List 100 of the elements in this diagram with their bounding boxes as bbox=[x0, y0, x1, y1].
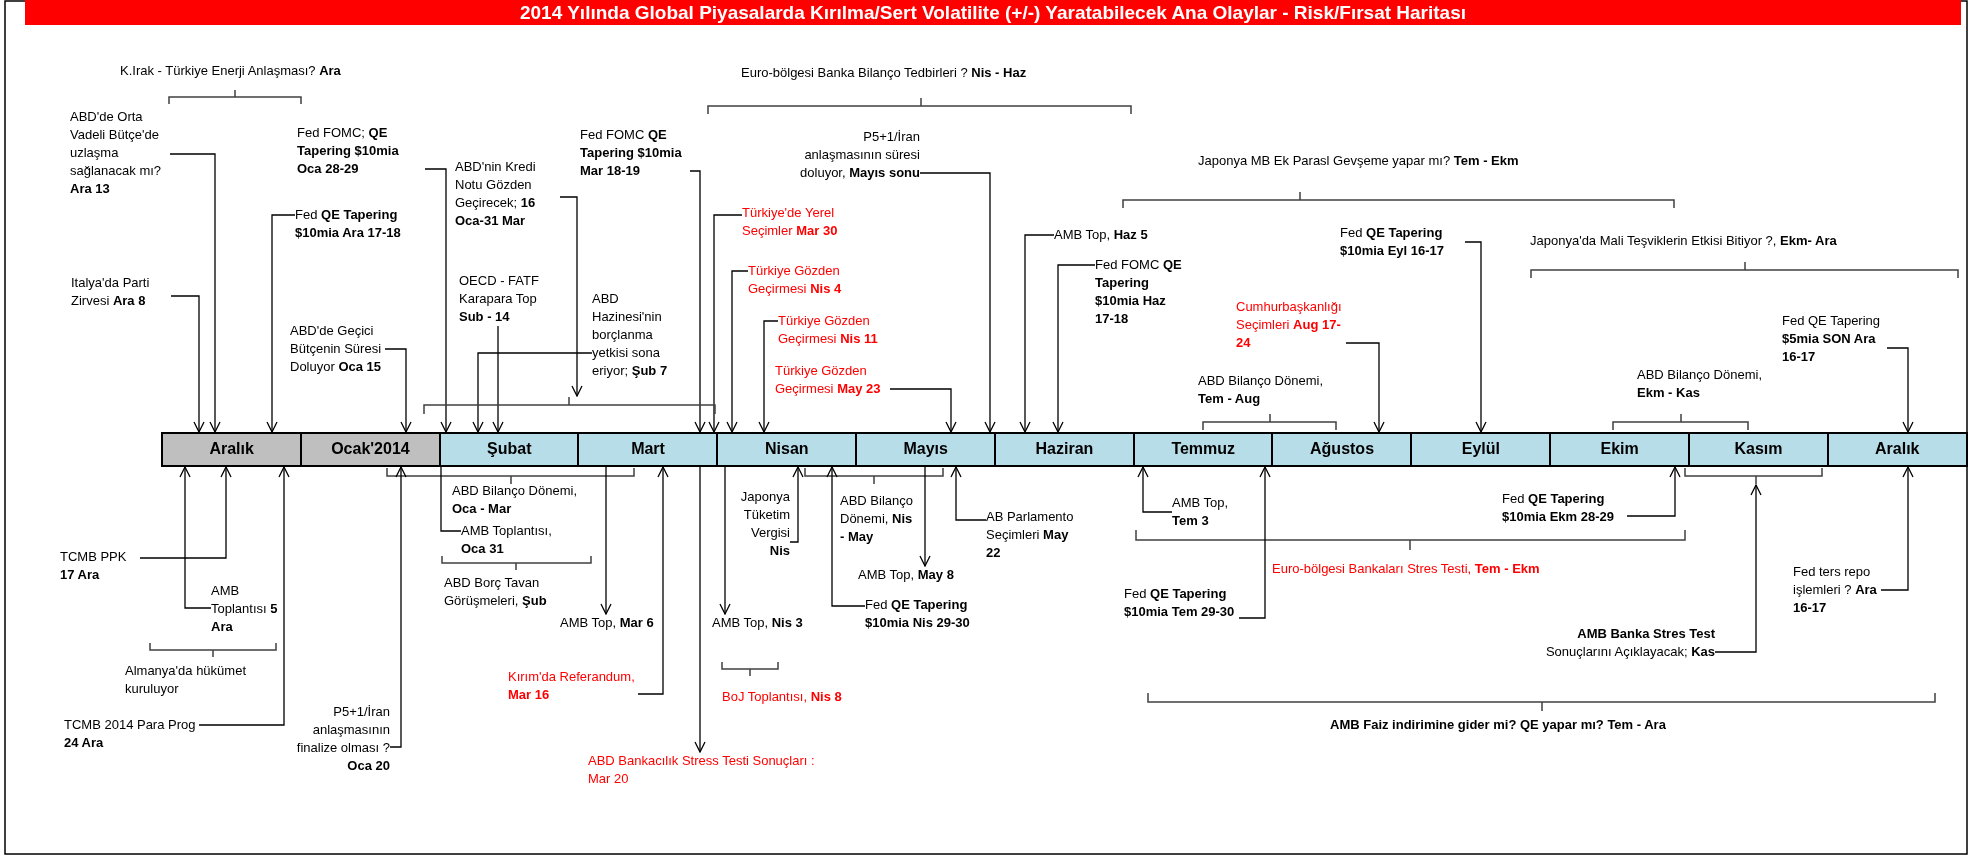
event-note: AMB Top, May 8 bbox=[858, 566, 954, 584]
period-label: K.Irak - Türkiye Enerji Anlaşması? Ara bbox=[120, 62, 341, 80]
period-label: ABD Bilanço Dönemi, Oca - Mar bbox=[452, 482, 578, 518]
period-label: ABD Bilanço Dönemi, Nis - May bbox=[840, 492, 914, 546]
event-note: Türkiye Gözden Geçirmesi Nis 4 bbox=[748, 262, 843, 298]
leader-arrow bbox=[1886, 347, 1914, 433]
leader-arrow bbox=[472, 352, 593, 433]
leader-arrow bbox=[637, 466, 669, 695]
leader-arrow bbox=[1345, 342, 1385, 433]
event-note: Fed QE Tapering $5mia SON Ara 16-17 bbox=[1782, 312, 1882, 366]
leader-arrow bbox=[708, 214, 743, 433]
event-note: Italya'da Parti Zirvesi Ara 8 bbox=[71, 274, 151, 310]
month-cell: Kasım bbox=[1687, 432, 1830, 467]
month-cell: Temmuz bbox=[1132, 432, 1274, 467]
month-cell: Nisan bbox=[716, 432, 858, 467]
event-note: AMB Toplantısı, Oca 31 bbox=[461, 522, 553, 558]
event-note: AMB Top, Nis 3 bbox=[712, 614, 803, 632]
event-note: Cumhurbaşkanlığı Seçimleri Aug 17-24 bbox=[1236, 298, 1343, 352]
event-note: AMB Top, Mar 6 bbox=[560, 614, 654, 632]
month-cell: Mart bbox=[577, 432, 719, 467]
period-label: Almanya'da hükümet kuruluyor bbox=[125, 662, 247, 698]
event-note: AMB Top, Tem 3 bbox=[1172, 494, 1230, 530]
month-cell: Ekim bbox=[1549, 432, 1691, 467]
leader-arrow bbox=[889, 388, 957, 433]
title-banner: 2014 Yılında Global Piyasalarda Kırılma/Sert Volatilite (+/-) Yaratabilecek Ana Olaylar - Risk/Fırsat Haritası bbox=[25, 0, 1961, 25]
leader-arrow bbox=[389, 466, 407, 748]
event-note: TCMB PPK 17 Ara bbox=[60, 548, 128, 584]
event-note: AMB Banka Stres Test Sonuçlarını Açıklayacak; Kas bbox=[1544, 625, 1715, 661]
event-note: P5+1/İran anlaşmasının finalize olması ? Oca 20 bbox=[295, 703, 390, 775]
leader-arrow bbox=[1137, 466, 1173, 513]
event-note: AB Parlamento Seçimleri May 22 bbox=[986, 508, 1075, 562]
leader-arrow bbox=[1626, 466, 1681, 517]
month-cell: Eylül bbox=[1410, 432, 1552, 467]
event-note: Fed FOMC; QE Tapering $10mia Oca 28-29 bbox=[297, 124, 400, 178]
leader-arrow bbox=[789, 466, 804, 543]
event-note: ABD Hazinesi'nin borçlanma yetkisi sona eriyor; Şub 7 bbox=[592, 290, 669, 380]
period-label: BoJ Toplantısı, Nis 8 bbox=[722, 688, 842, 706]
event-note: AMB Top, Haz 5 bbox=[1054, 226, 1148, 244]
leader-arrow bbox=[950, 466, 987, 521]
leader-arrow bbox=[600, 466, 612, 615]
period-label: ABD Bilanço Dönemi, Tem - Aug bbox=[1198, 372, 1324, 408]
leader-line bbox=[440, 466, 462, 532]
month-cell: Haziran bbox=[993, 432, 1136, 467]
event-note: TCMB 2014 Para Prog 24 Ara bbox=[64, 716, 197, 752]
leader-arrow bbox=[758, 320, 779, 433]
leader-arrow bbox=[1238, 466, 1271, 619]
period-label: Euro-bölgesi Banka Bilanço Tedbirleri ? Nis - Haz bbox=[741, 64, 1027, 82]
event-note: P5+1/İran anlaşmasının süresi doluyor, Mayıs sonu bbox=[799, 128, 920, 182]
event-note: Fed QE Tapering $10mia Tem 29-30 bbox=[1124, 585, 1236, 621]
leader-arrow bbox=[266, 214, 296, 433]
event-note: Fed QE Tapering $10mia Eyl 16-17 bbox=[1340, 224, 1446, 260]
period-label: AMB Faiz indirimine gider mi? QE yapar mı? Tem - Ara bbox=[1330, 716, 1666, 734]
leader-arrow bbox=[179, 466, 212, 609]
leader-arrow bbox=[492, 325, 504, 433]
leader-arrow bbox=[719, 466, 731, 615]
event-note: Japonya Tüketim Vergisi Nis bbox=[739, 488, 790, 560]
event-note: Fed FOMC QE Tapering $10mia Haz 17-18 bbox=[1095, 256, 1183, 328]
leader-arrow bbox=[1714, 484, 1762, 653]
month-cell: Aralık bbox=[161, 432, 303, 467]
leader-arrow bbox=[826, 466, 866, 607]
period-label: ABD Bilanço Dönemi, Ekm - Kas bbox=[1637, 366, 1763, 402]
event-note: ABD'de Orta Vadeli Bütçe'de uzlaşma sağlanacak mı? Ara 13 bbox=[70, 108, 163, 198]
month-cell: Aralık bbox=[1826, 432, 1968, 467]
event-note: OECD - FATF Karapara Top Sub - 14 bbox=[459, 272, 540, 326]
event-note: Fed QE Tapering $10mia Ara 17-18 bbox=[295, 206, 402, 242]
leader-arrow bbox=[726, 270, 749, 433]
leader-arrow bbox=[1052, 264, 1096, 433]
event-note: ABD'de Geçici Bütçenin Süresi Doluyor Oca 15 bbox=[290, 322, 383, 376]
month-cell: Mayıs bbox=[855, 432, 997, 467]
month-cell: Ocak'2014 bbox=[299, 432, 442, 467]
event-note: Kırım'da Referandum, Mar 16 bbox=[508, 668, 636, 704]
event-note: ABD Bankacılık Stress Testi Sonuçları : Mar 20 bbox=[588, 752, 816, 788]
leader-arrow bbox=[919, 172, 996, 433]
event-note: Türkiye'de Yerel Seçimler Mar 30 bbox=[742, 204, 839, 240]
leader-arrow bbox=[424, 168, 452, 433]
month-cell: Şubat bbox=[438, 432, 580, 467]
leader-arrow bbox=[919, 466, 931, 567]
period-label: Euro-bölgesi Bankaları Stres Testi, Tem - Ekm bbox=[1272, 560, 1540, 578]
leader-arrow bbox=[169, 153, 221, 433]
event-note: Fed FOMC QE Tapering $10mia Mar 18-19 bbox=[580, 126, 683, 180]
leader-arrow bbox=[1464, 241, 1487, 433]
month-cell: Ağustos bbox=[1271, 432, 1413, 467]
period-label: Japonya MB Ek Parasl Gevşeme yapar mı? Tem - Ekm bbox=[1198, 152, 1519, 170]
leader-arrow bbox=[1019, 234, 1055, 433]
event-note: AMB Toplantısı 5 Ara bbox=[211, 582, 279, 636]
leader-arrow bbox=[694, 466, 706, 753]
event-note: Fed ters repo işlemleri ? Ara 16-17 bbox=[1793, 563, 1878, 617]
leader-arrow bbox=[384, 348, 412, 433]
event-note: Fed QE Tapering $10mia Nis 29-30 bbox=[865, 596, 970, 632]
leader-arrow bbox=[559, 196, 583, 397]
event-note: Fed QE Tapering $10mia Ekm 28-29 bbox=[1502, 490, 1616, 526]
period-label: ABD Borç Tavan Görüşmeleri, Şub bbox=[444, 574, 548, 610]
event-note: Türkiye Gözden Geçirmesi May 23 bbox=[775, 362, 882, 398]
leader-arrow bbox=[170, 295, 205, 433]
leader-arrow bbox=[139, 466, 232, 559]
leader-arrow bbox=[198, 466, 290, 726]
leader-arrow bbox=[689, 170, 706, 433]
leader-arrow bbox=[1880, 466, 1914, 591]
event-note: ABD'nin Kredi Notu Gözden Geçirecek; 16 Oca-31 Mar bbox=[455, 158, 537, 230]
event-note: Türkiye Gözden Geçirmesi Nis 11 bbox=[778, 312, 879, 348]
